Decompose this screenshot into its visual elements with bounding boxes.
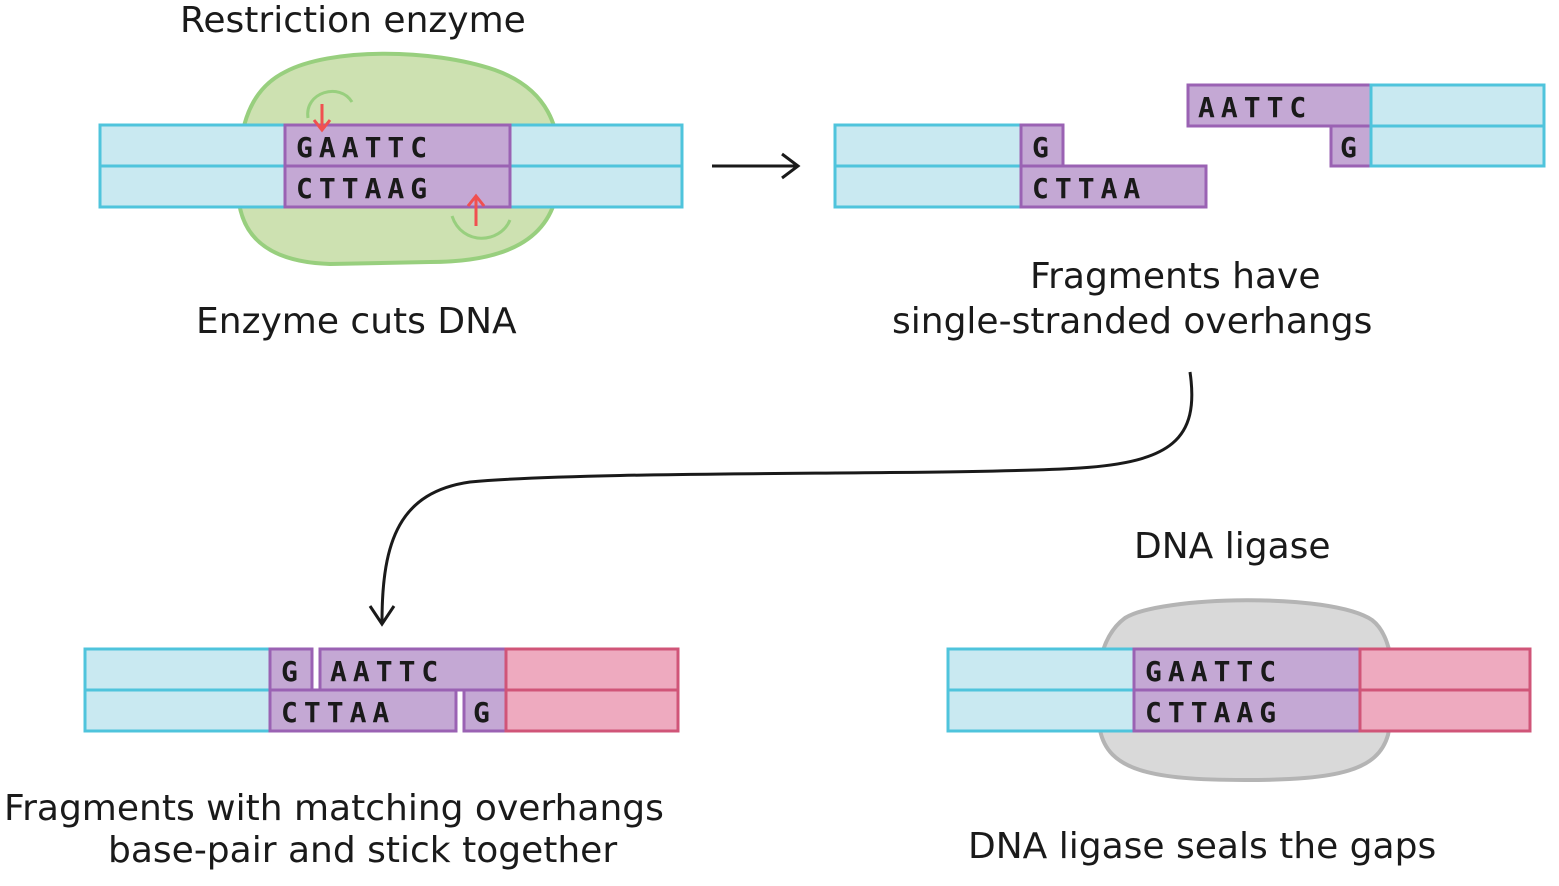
- right-fragment-bottom-sequence: G: [1340, 131, 1363, 164]
- annealed-top-right-sequence: AATTC: [330, 655, 444, 688]
- fragments-label-line2: single-stranded overhangs: [892, 301, 1372, 342]
- right-fragment: AATTC G: [1186, 83, 1546, 168]
- matching-label-line2: base-pair and stick together: [108, 830, 617, 871]
- ligase-seals-label: DNA ligase seals the gaps: [968, 826, 1436, 867]
- restriction-enzyme-label: Restriction enzyme: [180, 0, 526, 41]
- matching-label-line1: Fragments with matching overhangs: [4, 788, 664, 829]
- cut-arrow-top: [312, 104, 332, 133]
- sealed-dna: GAATTC CTTAAG: [946, 647, 1532, 733]
- uncut-dna: GAATTC CTTAAG: [98, 123, 684, 209]
- annealed-bottom-left-sequence: CTTAA: [281, 696, 395, 729]
- annealed-top-left-sequence: G: [281, 655, 304, 688]
- annealed-bottom-right-sequence: G: [473, 696, 496, 729]
- cut-arrow-bottom: [466, 193, 486, 226]
- enzyme-cuts-label: Enzyme cuts DNA: [196, 301, 517, 342]
- annealed-dna: G AATTC CTTAA G: [83, 647, 680, 733]
- step-arrow-curved: [368, 371, 1194, 627]
- sealed-bottom-sequence: CTTAAG: [1145, 696, 1282, 729]
- enzyme-hook-top: [306, 90, 354, 119]
- dna-ligase-label: DNA ligase: [1134, 526, 1331, 567]
- step-arrow-right: [712, 152, 801, 180]
- site-top-sequence: GAATTC: [296, 131, 433, 164]
- left-fragment: G CTTAA: [833, 123, 1208, 209]
- sealed-top-sequence: GAATTC: [1145, 655, 1282, 688]
- left-fragment-bottom-sequence: CTTAA: [1032, 172, 1146, 205]
- fragments-label-line1: Fragments have: [1030, 256, 1320, 297]
- site-bottom-sequence: CTTAAG: [296, 172, 433, 205]
- right-fragment-top-sequence: AATTC: [1198, 91, 1312, 124]
- left-fragment-top-sequence: G: [1032, 131, 1055, 164]
- enzyme-hook-bottom: [450, 215, 512, 240]
